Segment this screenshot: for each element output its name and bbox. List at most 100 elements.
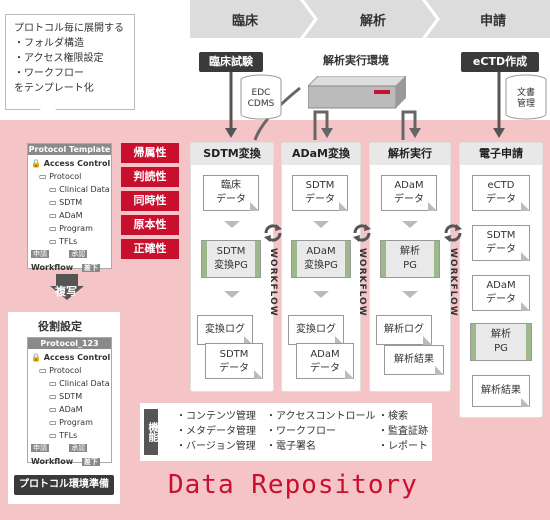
reject-button[interactable]: 差下 <box>81 458 100 466</box>
down-arrow <box>313 221 329 228</box>
copy-label: 複写 <box>55 285 77 298</box>
tree-label: TFLs <box>59 431 78 440</box>
workflow-label: Workflow <box>31 457 74 466</box>
database-docmgmt-icon <box>505 74 547 120</box>
down-arrow <box>224 221 240 228</box>
pg-line: 変換PG <box>214 260 248 271</box>
tree-label: Access Control <box>43 353 111 362</box>
pg-line: ADaM <box>306 246 336 257</box>
tree-row-access: 🔒 Access Control <box>31 159 111 168</box>
bubble-line: プロトコル毎に展開する <box>14 23 124 34</box>
approve-button[interactable]: 承認 <box>69 250 88 258</box>
tree-row: ▭ SDTM <box>49 392 83 401</box>
doc-line: データ <box>486 294 516 305</box>
workflow-row: Workflow 差下 <box>31 455 108 468</box>
reject-button[interactable]: 差下 <box>81 264 100 272</box>
docmgmt-label: 文書 管理 <box>505 88 547 110</box>
docmgmt-line: 文書 <box>516 88 535 98</box>
cycle-icon <box>444 224 462 242</box>
panel-title: Protocol_123 <box>28 338 111 349</box>
approve-button[interactable]: 承認 <box>69 444 88 452</box>
tree-row: ▭ TFLs <box>49 237 78 246</box>
function-item: ・バージョン管理 <box>176 441 256 452</box>
column-title: 解析実行 <box>370 143 450 165</box>
bubble-line: ・アクセス権限設定 <box>14 53 104 64</box>
doc-line: データ <box>486 194 516 205</box>
functions-box: 機能 ・コンテンツ管理 ・メタデータ管理 ・バージョン管理 ・アクセスコントロー… <box>140 403 432 461</box>
function-item: ・メタデータ管理 <box>176 426 256 437</box>
pg-line: 変換PG <box>304 260 338 271</box>
doc-line: SDTM <box>219 349 249 360</box>
function-item: ・アクセスコントロール <box>266 411 376 422</box>
workflow-label-3: WORKFLOW <box>448 248 458 317</box>
ectd-label: eCTD作成 <box>461 52 539 72</box>
tree-row: ▭ Clinical Data <box>49 379 110 388</box>
clinical-trial-label: 臨床試験 <box>199 52 263 72</box>
clinical-data-doc: 臨床 データ <box>203 175 259 211</box>
function-item: ・レポート <box>378 441 428 452</box>
workflow-label: Workflow <box>31 263 74 272</box>
tree-row-access: 🔒 Access Control <box>31 353 111 362</box>
apply-button[interactable]: 申請 <box>31 250 49 258</box>
electronic-submission-column: 電子申請 eCTD データ SDTM データ ADaM データ 解析 PG 解析… <box>460 143 542 417</box>
column-title: 電子申請 <box>460 143 542 165</box>
workflow-buttons: 申請 承認 <box>31 442 108 455</box>
down-arrow <box>313 291 329 298</box>
functions-col-3: ・検索 ・監査証跡 ・レポート <box>378 409 428 454</box>
pg-line: PG <box>403 260 417 271</box>
template-note-bubble: プロトコル毎に展開する ・フォルダ構造 ・アクセス権限設定 ・ワークフロー をテ… <box>5 14 135 110</box>
adam-conversion-column: ADaM変換 SDTM データ ADaM 変換PG 変換ログ ADaM データ <box>282 143 360 391</box>
analysis-result-doc: 解析結果 <box>472 375 530 407</box>
functions-col-2: ・アクセスコントロール ・ワークフロー ・電子署名 <box>266 409 376 454</box>
database-edc-icon <box>240 74 282 120</box>
adam-data-doc: ADaM データ <box>472 275 530 311</box>
workflow-label-1: WORKFLOW <box>268 248 278 317</box>
ectd-data-doc: eCTD データ <box>472 175 530 211</box>
bubble-tail <box>40 109 56 119</box>
function-item: ・ワークフロー <box>266 426 336 437</box>
tree-row-protocol: ▭ Protocol <box>39 366 82 375</box>
tree-label: Clinical Data <box>59 185 110 194</box>
panel-title: Protocol Template <box>28 144 111 155</box>
doc-line: SDTM <box>305 180 335 191</box>
sdtm-data-doc: SDTM データ <box>472 225 530 261</box>
column-title: ADaM変換 <box>282 143 360 165</box>
analysis-program: 解析 PG <box>470 323 532 361</box>
function-item: ・監査証跡 <box>378 426 428 437</box>
edc-line: EDC <box>251 88 271 98</box>
tree-label: Clinical Data <box>59 379 110 388</box>
apply-button[interactable]: 申請 <box>31 444 49 452</box>
property-contemporaneous: 同時性 <box>121 191 179 211</box>
doc-line: データ <box>394 194 424 205</box>
sdtm-conversion-column: SDTM変換 臨床 データ SDTM 変換PG 変換ログ SDTM データ <box>191 143 273 391</box>
protocol-template-panel: Protocol Template 🔒 Access Control ▭ Pro… <box>27 143 112 272</box>
adam-conversion-program: ADaM 変換PG <box>291 240 351 278</box>
bubble-line: ・フォルダ構造 <box>14 38 84 49</box>
tree-label: TFLs <box>59 237 78 246</box>
analysis-program: 解析 PG <box>380 240 440 278</box>
column-title: SDTM変換 <box>191 143 273 165</box>
tree-label: SDTM <box>59 392 83 401</box>
doc-line: データ <box>305 194 335 205</box>
function-item: ・電子署名 <box>266 441 316 452</box>
pg-line: 解析 <box>400 246 420 257</box>
copy-arrow <box>50 274 84 300</box>
server-icon <box>308 76 406 109</box>
pg-line: 解析 <box>491 329 511 340</box>
property-original: 原本性 <box>121 215 179 235</box>
doc-line: ADaM <box>310 349 340 360</box>
workflow-label-2: WORKFLOW <box>357 248 367 317</box>
sdtm-conversion-program: SDTM 変換PG <box>201 240 261 278</box>
protocol-123-panel: Protocol_123 🔒 Access Control ▭ Protocol… <box>27 337 112 466</box>
pg-line: PG <box>494 343 508 354</box>
phase-submission: 申請 <box>480 14 507 29</box>
tree-label: ADaM <box>59 211 83 220</box>
conversion-log-doc: 変換ログ <box>288 315 344 345</box>
tree-row: ▭ Clinical Data <box>49 185 110 194</box>
tree-row: ▭ Program <box>49 224 93 233</box>
function-item: ・コンテンツ管理 <box>176 411 256 422</box>
cycle-icon <box>264 224 282 242</box>
doc-line: 臨床 <box>221 180 241 191</box>
down-arrow <box>402 291 418 298</box>
tree-label: Access Control <box>43 159 111 168</box>
